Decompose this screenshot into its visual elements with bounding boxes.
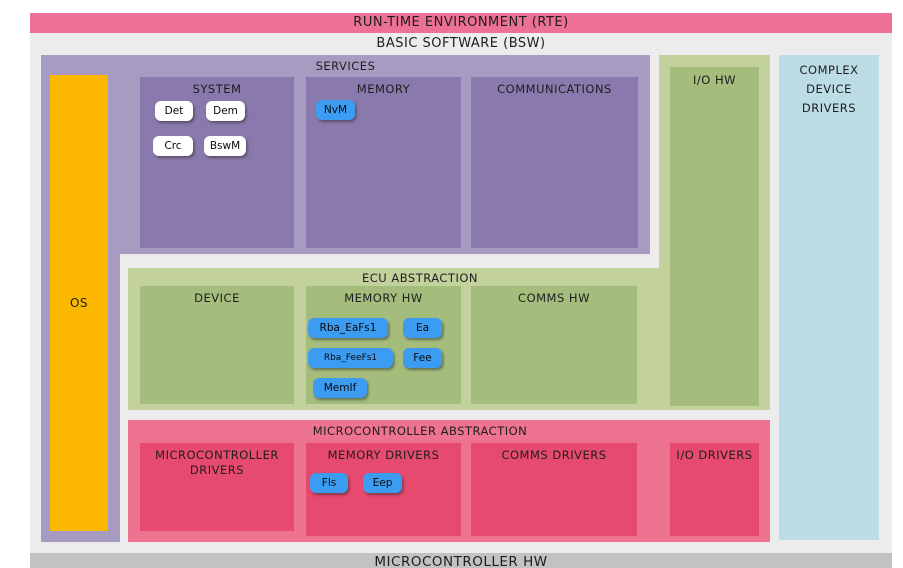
- module-memif-button[interactable]: MemIf: [313, 378, 367, 398]
- os-block: OS: [50, 75, 108, 531]
- bsw-label: BASIC SOFTWARE (BSW): [376, 36, 546, 51]
- module-bswm-button[interactable]: BswM: [204, 136, 246, 156]
- io-drivers-block: I/O DRIVERS: [670, 443, 759, 536]
- module-nvm-button[interactable]: NvM: [316, 100, 355, 120]
- complex-device-drivers-block: COMPLEX DEVICE DRIVERS: [779, 55, 879, 540]
- microcontroller-drivers-block: MICROCONTROLLER DRIVERS: [140, 443, 294, 531]
- device-block: DEVICE: [140, 286, 294, 404]
- module-rba-eafs1-button[interactable]: Rba_EaFs1: [308, 318, 388, 338]
- module-rba-feefs1-button[interactable]: Rba_FeeFs1: [308, 348, 393, 368]
- module-dem-button[interactable]: Dem: [206, 101, 245, 121]
- ecu-abstraction-label: ECU ABSTRACTION: [361, 271, 479, 285]
- module-crc-button[interactable]: Crc: [153, 136, 193, 156]
- io-hw-block: I/O HW: [670, 67, 759, 406]
- os-label: OS: [69, 296, 89, 310]
- module-det-button[interactable]: Det: [155, 101, 193, 121]
- comms-drivers-block: COMMS DRIVERS: [471, 443, 637, 536]
- services-label: SERVICES: [315, 59, 376, 73]
- communications-block: COMMUNICATIONS: [471, 77, 638, 248]
- module-ea-button[interactable]: Ea: [403, 318, 442, 338]
- microcontroller-abstraction-label: MICROCONTROLLER ABSTRACTION: [312, 424, 528, 438]
- rte-layer-bar: RUN-TIME ENVIRONMENT (RTE): [30, 13, 892, 33]
- module-eep-button[interactable]: Eep: [363, 473, 402, 493]
- module-fls-button[interactable]: Fls: [310, 473, 348, 493]
- module-fee-button[interactable]: Fee: [403, 348, 442, 368]
- microcontroller-hw-bar: MICROCONTROLLER HW: [30, 553, 892, 568]
- comms-hw-block: COMMS HW: [471, 286, 637, 404]
